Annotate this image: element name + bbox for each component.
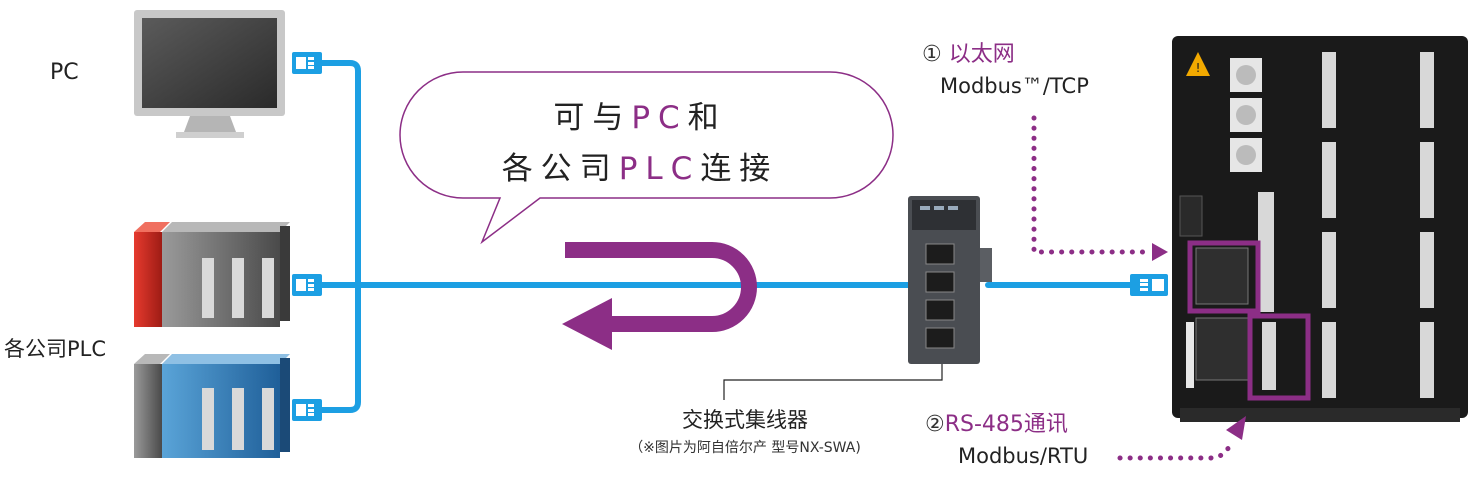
bubble-line-1: 可与PC和 — [400, 92, 880, 137]
u-turn-arrow-icon — [562, 242, 757, 350]
bubble-line-1-highlight: PC — [631, 100, 688, 136]
speech-bubble — [399, 71, 894, 245]
ethernet-title-text: 以太网 — [948, 42, 1015, 67]
bubble-line-1-pre: 可与 — [553, 100, 632, 136]
rs485-terminal-highlight — [1247, 313, 1311, 401]
ethernet-protocol: Modbus™/TCP — [940, 74, 1089, 98]
rs485-title: ②RS-485通讯 — [925, 406, 1068, 438]
bubble-line-2: 各公司PLC连接 — [400, 143, 880, 188]
svg-text:!: ! — [1196, 61, 1201, 75]
rs485-number: ② — [925, 412, 945, 437]
plc-label: 各公司PLC — [4, 337, 107, 361]
hub-title: 交换式集线器 — [682, 408, 808, 432]
switching-hub-icon — [908, 196, 992, 364]
hub-note: （※图片为阿自倍尔产 型号NX-SWA) — [629, 440, 861, 456]
rs485-dotted-arrow — [1117, 416, 1246, 461]
hub-callout-line — [723, 364, 943, 400]
controller-device-icon: ! — [1172, 36, 1468, 422]
bubble-line-1-post: 和 — [687, 100, 727, 136]
bubble-line-2-pre: 各公司 — [501, 151, 619, 187]
plc-blue-icon — [134, 354, 290, 458]
bubble-line-2-highlight: PLC — [618, 151, 701, 187]
rs485-protocol: Modbus/RTU — [958, 444, 1089, 468]
plc-red-icon — [134, 222, 290, 327]
ethernet-title: ① 以太网 — [922, 36, 1015, 68]
pc-monitor-icon — [134, 10, 285, 138]
pc-label: PC — [50, 60, 79, 85]
ethernet-cables — [319, 60, 1133, 413]
ethernet-port-highlight — [1187, 240, 1261, 314]
ethernet-number: ① — [922, 42, 942, 67]
ethernet-dotted-arrow — [1031, 115, 1168, 261]
rj45-plug-icon — [292, 52, 1168, 421]
bubble-line-2-post: 连接 — [700, 151, 779, 187]
rs485-title-text: RS-485通讯 — [944, 412, 1068, 437]
